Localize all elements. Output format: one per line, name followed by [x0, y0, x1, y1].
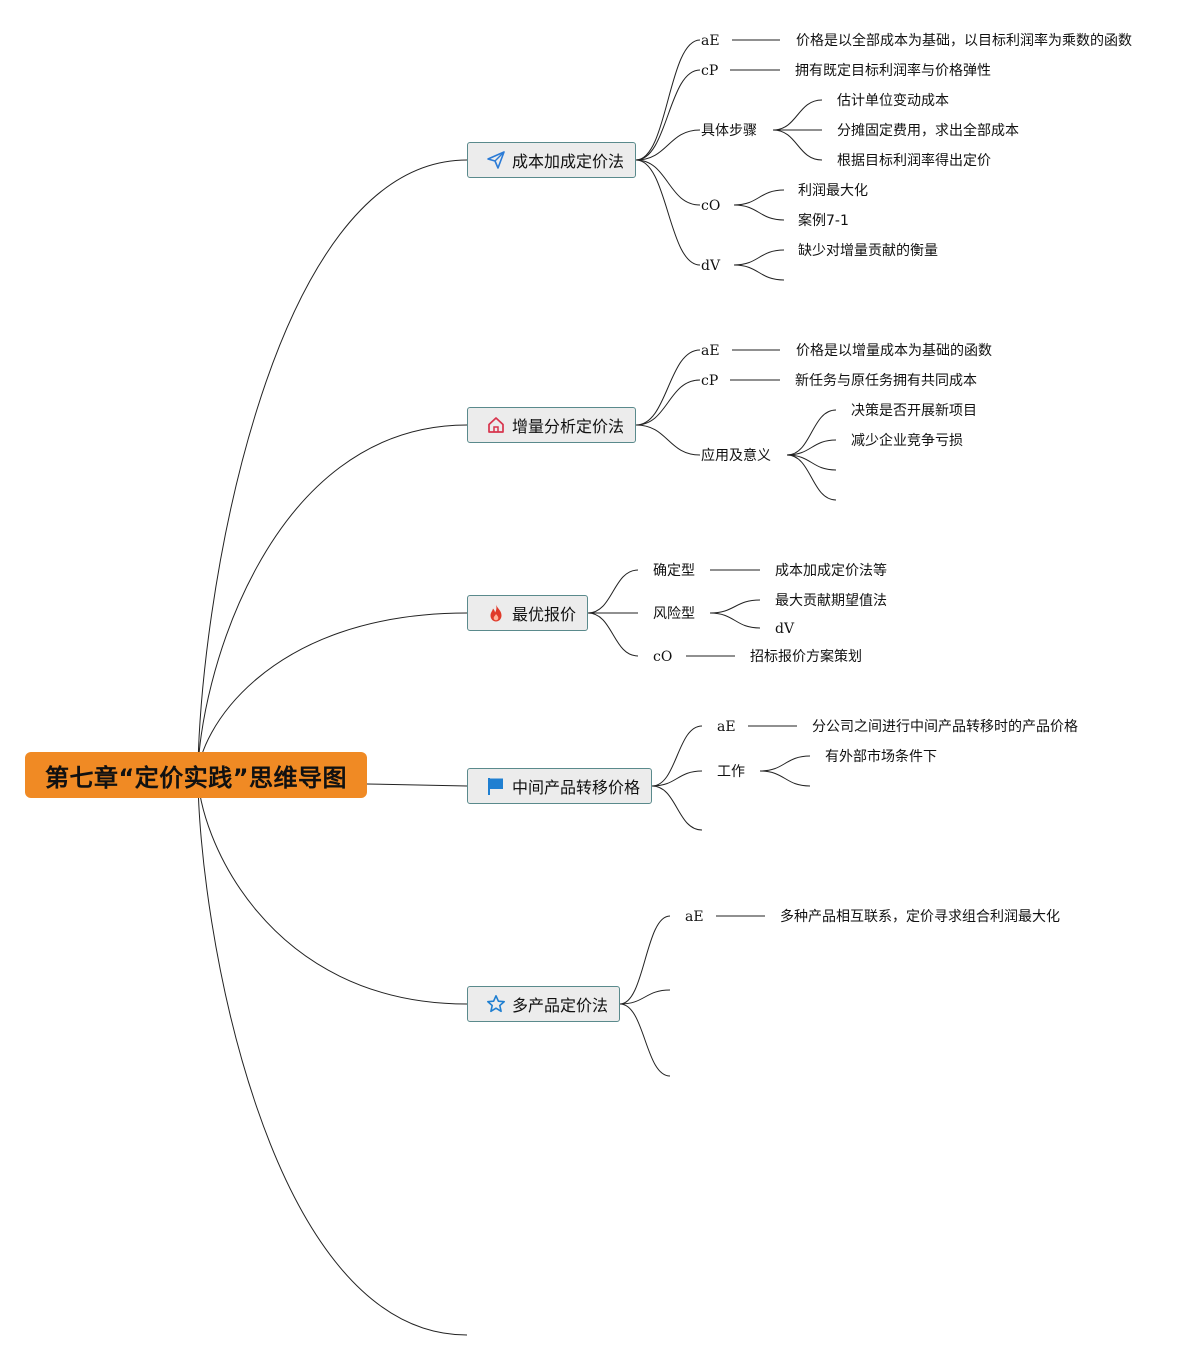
connector-line	[635, 159, 701, 206]
leaf-topic[interactable]: 新任务与原任务拥有共同成本	[795, 373, 977, 389]
leaf-topic[interactable]: 最大贡献期望值法	[775, 593, 887, 609]
connector-line	[786, 439, 837, 456]
leaf-topic[interactable]: 拥有既定目标利润率与价格弹性	[795, 63, 991, 79]
connector-line	[635, 69, 701, 161]
leaf-topic[interactable]: 价格是以全部成本为基础，以目标利润率为乘数的函数	[796, 33, 1132, 49]
subtopic-label[interactable]: cP	[701, 63, 719, 79]
leaf-topic[interactable]: 价格是以增量成本为基础的函数	[796, 343, 992, 359]
flag-icon	[486, 776, 506, 796]
connector-line	[786, 454, 837, 501]
connector-line	[635, 349, 701, 426]
branch-optimal-bidding[interactable]: 最优报价	[467, 595, 588, 631]
connector-line	[619, 1003, 671, 1077]
subtopic-label[interactable]: aE	[717, 719, 736, 735]
branch-cost-plus-pricing[interactable]: 成本加成定价法	[467, 142, 636, 178]
leaf-topic[interactable]: 招标报价方案策划	[750, 649, 862, 665]
root-connector	[197, 612, 468, 776]
subtopic-label[interactable]: 应用及意义	[701, 448, 771, 464]
connector-line	[759, 755, 811, 772]
connector-line	[619, 989, 671, 1005]
leaf-topic[interactable]: 缺少对增量贡献的衡量	[798, 243, 938, 259]
subtopic-label[interactable]: dV	[701, 258, 721, 274]
fire-icon	[486, 603, 506, 623]
subtopic-label[interactable]: 风险型	[653, 606, 695, 622]
connector-line	[651, 785, 703, 831]
connector-line	[709, 612, 761, 629]
connector-line	[635, 39, 701, 161]
connector-line	[587, 569, 639, 614]
subtopic-label[interactable]: aE	[701, 343, 720, 359]
root-connector	[197, 159, 468, 776]
branch-multi-product-pricing[interactable]: 多产品定价法	[467, 986, 620, 1022]
connector-line	[635, 424, 701, 456]
connector-line	[619, 915, 671, 1005]
root-topic[interactable]: 第七章“定价实践”思维导图	[25, 752, 367, 798]
branch-transfer-pricing[interactable]: 中间产品转移价格	[467, 768, 652, 804]
branch-incremental-pricing[interactable]: 增量分析定价法	[467, 407, 636, 443]
connector-line	[587, 612, 639, 657]
root-topic-label: 第七章“定价实践”思维导图	[44, 763, 348, 792]
leaf-topic[interactable]: 决策是否开展新项目	[851, 403, 977, 419]
connector-line	[733, 204, 785, 221]
branch-label: 多产品定价法	[512, 996, 609, 1015]
connector-line	[733, 264, 785, 281]
subtopic-label[interactable]: 工作	[717, 764, 745, 780]
leaf-topic[interactable]: 多种产品相互联系，定价寻求组合利润最大化	[780, 909, 1060, 925]
connector-line	[759, 770, 811, 787]
connector-line	[651, 725, 703, 787]
star-icon	[486, 994, 506, 1014]
branch-label: 最优报价	[512, 605, 577, 624]
home-icon	[486, 415, 506, 435]
branch-label: 增量分析定价法	[512, 417, 625, 436]
subtopic-label[interactable]: 具体步骤	[701, 123, 757, 139]
connector-line	[733, 189, 785, 206]
leaf-topic[interactable]: 分公司之间进行中间产品转移时的产品价格	[812, 719, 1078, 735]
connector-line	[366, 783, 468, 787]
subtopic-label[interactable]: 确定型	[653, 563, 695, 579]
subtopic-label[interactable]: cO	[701, 198, 721, 214]
connector-line	[635, 129, 701, 161]
leaf-topic[interactable]: 有外部市场条件下	[825, 749, 937, 765]
leaf-topic[interactable]: 成本加成定价法等	[775, 563, 887, 579]
root-connector	[197, 424, 468, 776]
connector-line	[709, 599, 761, 614]
leaf-topic[interactable]: 利润最大化	[798, 183, 868, 199]
subtopic-label[interactable]: cP	[701, 373, 719, 389]
leaf-topic[interactable]: 根据目标利润率得出定价	[837, 153, 991, 169]
leaf-topic[interactable]: 分摊固定费用，求出全部成本	[837, 123, 1019, 139]
leaf-topic[interactable]: 案例7-1	[798, 213, 849, 229]
connector-line	[635, 379, 701, 426]
paper-plane-icon	[486, 150, 506, 170]
connector-line	[772, 99, 823, 131]
leaf-topic[interactable]: dV	[775, 621, 795, 637]
subtopic-label[interactable]: aE	[701, 33, 720, 49]
subtopic-label[interactable]: aE	[685, 909, 704, 925]
root-connector	[197, 774, 468, 1336]
leaf-topic[interactable]: 估计单位变动成本	[837, 93, 949, 109]
leaf-topic[interactable]: 减少企业竞争亏损	[851, 433, 963, 449]
connector-line	[786, 454, 837, 471]
branch-label: 成本加成定价法	[512, 152, 625, 171]
connector-line	[733, 249, 785, 266]
connector-line	[772, 129, 823, 161]
connector-line	[635, 159, 701, 266]
connector-line	[786, 409, 837, 456]
subtopic-label[interactable]: cO	[653, 649, 673, 665]
root-connector	[197, 774, 468, 1005]
connector-line	[651, 770, 703, 787]
branch-label: 中间产品转移价格	[512, 778, 641, 797]
